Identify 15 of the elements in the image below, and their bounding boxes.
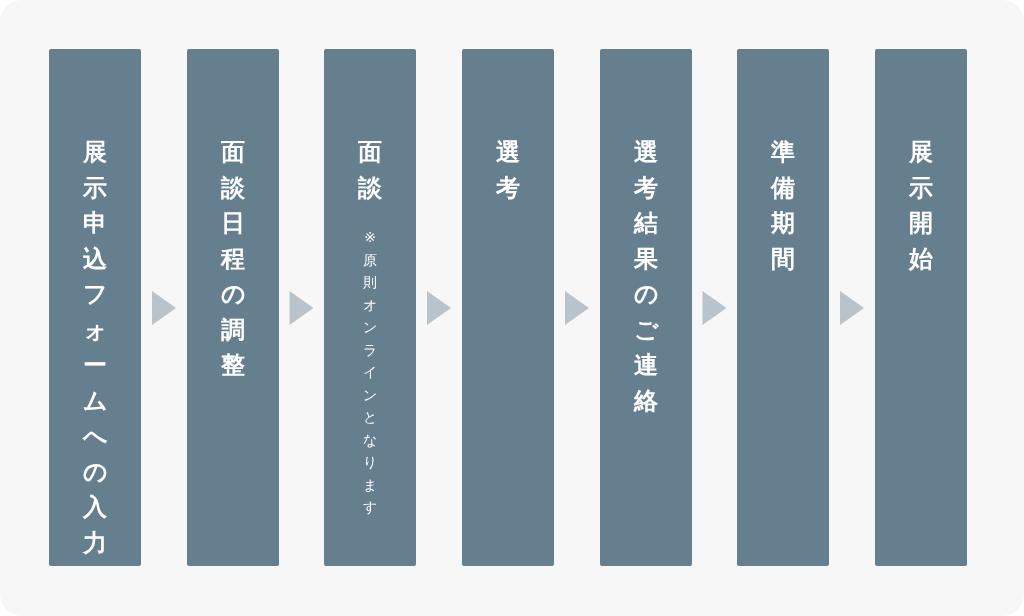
step-title: 面談 bbox=[357, 137, 383, 204]
step-box bbox=[324, 49, 416, 566]
step-box bbox=[49, 49, 141, 566]
step-box bbox=[600, 49, 692, 566]
step-title: 選考 bbox=[495, 137, 521, 204]
step-title: 面談日程の調整 bbox=[220, 137, 246, 381]
step-note: ※原則オンラインとなります bbox=[362, 228, 378, 517]
step-box bbox=[875, 49, 967, 566]
step-title: 準備期間 bbox=[770, 137, 796, 275]
step-box bbox=[187, 49, 279, 566]
step-box bbox=[462, 49, 554, 566]
step-title: 展示開始 bbox=[908, 137, 934, 275]
step-title: 選考結果のご連絡 bbox=[633, 137, 659, 417]
step-box bbox=[737, 49, 829, 566]
step-title: 展示申込フォームへの入力 bbox=[82, 137, 108, 559]
